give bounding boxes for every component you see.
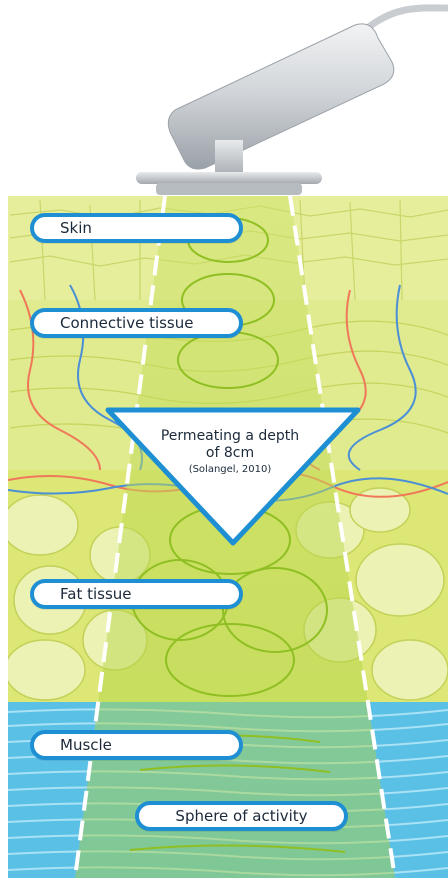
device-handle bbox=[168, 24, 393, 169]
device-head-top bbox=[136, 172, 322, 184]
depth-callout-text: Permeating a depth of 8cm (Solangel, 201… bbox=[120, 428, 340, 476]
device-head-plate bbox=[156, 183, 302, 195]
callout-citation: (Solangel, 2010) bbox=[120, 463, 340, 476]
device-cable bbox=[365, 8, 448, 30]
label-skin: Skin bbox=[30, 213, 243, 243]
callout-line-2: of 8cm bbox=[120, 445, 340, 462]
callout-line-1: Permeating a depth bbox=[120, 428, 340, 445]
ultrasound-device bbox=[136, 8, 448, 195]
label-fat-tissue: Fat tissue bbox=[30, 579, 243, 609]
label-sphere-of-activity: Sphere of activity bbox=[135, 801, 348, 831]
label-connective-tissue: Connective tissue bbox=[30, 308, 243, 338]
label-muscle: Muscle bbox=[30, 730, 243, 760]
